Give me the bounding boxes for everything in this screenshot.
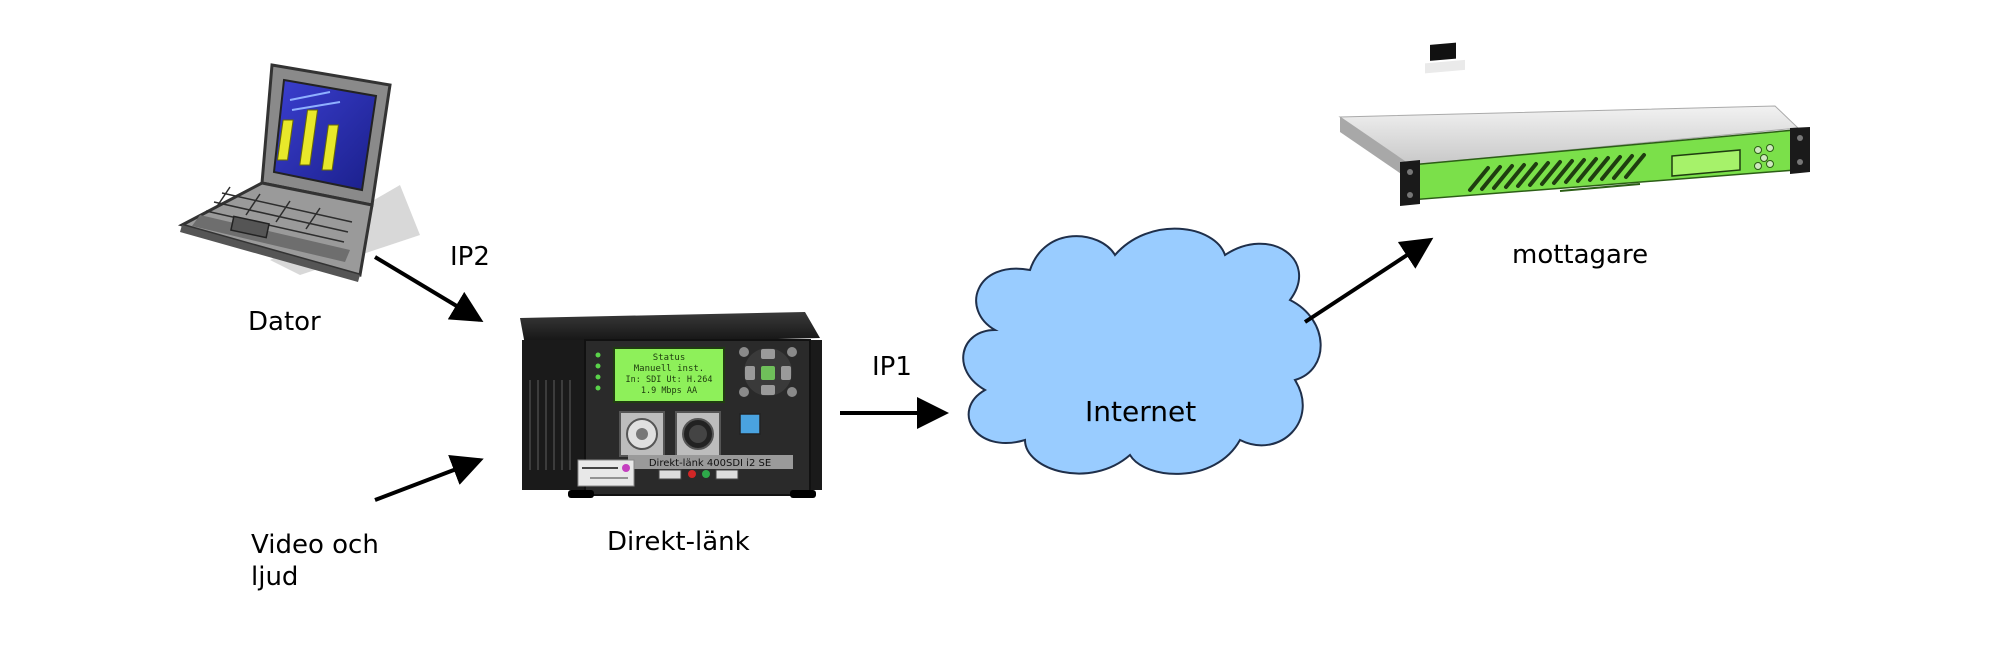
label-video-line-2: ljud <box>251 562 299 592</box>
label-ip2: IP2 <box>450 242 490 272</box>
bnc-connector-icon <box>619 411 665 457</box>
arrow-video-to-direkt-lank <box>374 455 484 502</box>
lcd-line-1: Status <box>653 353 686 363</box>
arrow-internet-to-mottagare <box>1303 237 1434 324</box>
navigation-keys-icon <box>739 347 797 397</box>
label-mottagare: mottagare <box>1512 240 1649 270</box>
lcd-line-4: 1.9 Mbps AA <box>641 386 697 396</box>
label-video-line-1: Video och <box>251 530 379 560</box>
label-direkt-lank: Direkt-länk <box>607 527 750 557</box>
lcd-display <box>613 347 725 403</box>
encoder-device-icon: Status Manuell inst. In: SDI Ut: H.264 1… <box>520 312 822 498</box>
xlr-connector-icon <box>675 411 721 457</box>
lcd-line-2: Manuell inst. <box>634 364 704 374</box>
laptop-icon <box>177 63 420 282</box>
rack-receiver-icon <box>1338 42 1810 206</box>
label-ip1: IP1 <box>872 352 912 382</box>
label-internet: Internet <box>1085 395 1197 428</box>
label-dator: Dator <box>248 307 321 337</box>
model-label: Direkt-länk 400SDI i2 SE <box>649 458 771 469</box>
arrow-dator-to-direkt-lank <box>373 255 484 323</box>
cloud-icon <box>962 227 1322 475</box>
lcd-line-3: In: SDI Ut: H.264 <box>626 375 713 385</box>
